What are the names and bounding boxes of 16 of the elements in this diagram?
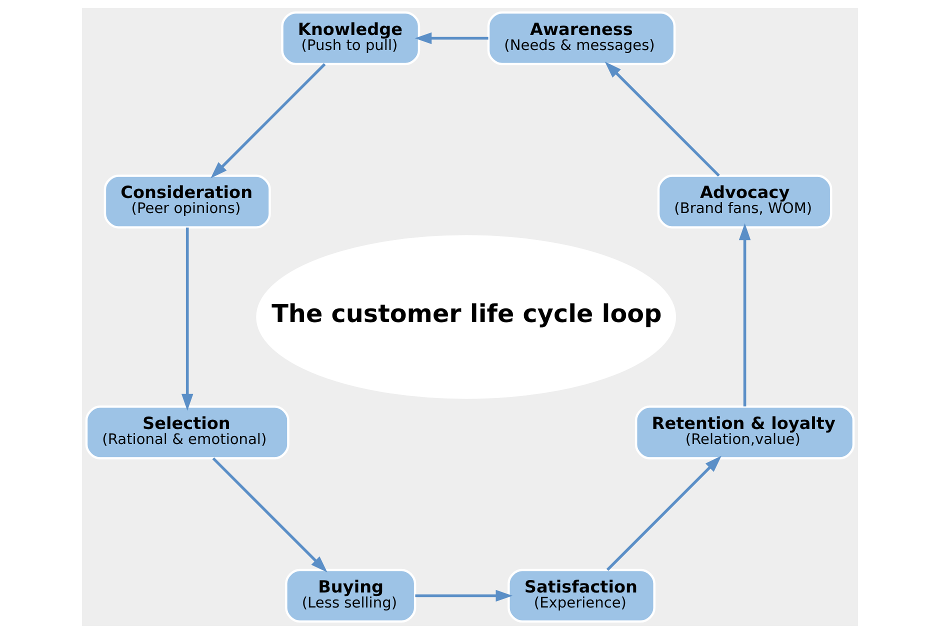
node-box: Satisfaction (Experience) xyxy=(508,568,656,623)
node-box: Selection (Rational & emotional) xyxy=(85,406,290,460)
arrow xyxy=(606,456,722,571)
arrow xyxy=(181,228,194,411)
node-box: Awareness (Needs & messages) xyxy=(487,11,676,66)
arrow xyxy=(212,457,328,572)
node-box: Knowledge (Push to pull) xyxy=(281,11,420,66)
arrow xyxy=(415,590,513,602)
arrow xyxy=(210,63,326,178)
arrow xyxy=(604,62,720,177)
arrow xyxy=(738,223,751,406)
node-box: Retention & loyalty (Relation,value) xyxy=(634,406,855,460)
arrow xyxy=(414,32,488,44)
node-box: Buying (Less selling) xyxy=(285,568,416,623)
node-box: Consideration (Peer opinions) xyxy=(104,174,271,228)
node-box: Advocacy (Brand fans, WOM) xyxy=(657,174,832,228)
